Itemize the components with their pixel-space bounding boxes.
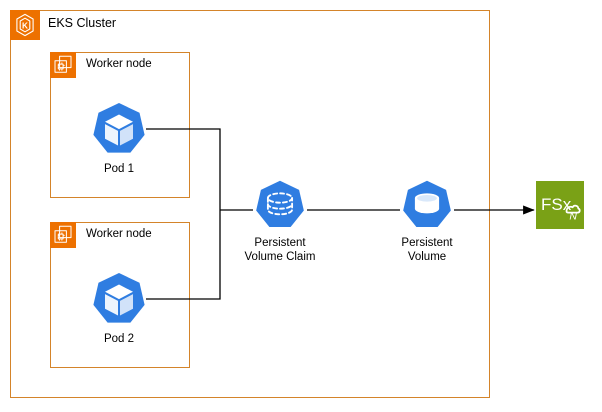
persistent-volume-node: Persistent Volume [385, 178, 469, 264]
kubernetes-pod-icon [93, 273, 145, 323]
eks-cluster-label: EKS Cluster [48, 16, 117, 30]
persistent-volume-claim-label: Persistent Volume Claim [244, 237, 316, 263]
persistent-volume-label: Persistent Volume [401, 237, 453, 263]
worker-node-icon [50, 222, 76, 248]
worker-node-1-group [50, 52, 190, 198]
kubernetes-pod-icon [93, 103, 145, 153]
pod-2-label: Pod 2 [103, 333, 135, 345]
fsx-netapp-ontap-node: FSx N [536, 181, 584, 229]
worker-node-1-label: Worker node [86, 58, 152, 70]
pod-1-label: Pod 1 [103, 163, 135, 175]
persistent-volume-claim-node: Persistent Volume Claim [238, 178, 322, 264]
kubernetes-pv-icon [403, 180, 451, 227]
svg-text:K: K [22, 21, 28, 30]
worker-node-icon [50, 52, 76, 78]
eks-cluster-icon: K [10, 10, 40, 40]
worker-node-2-label: Worker node [86, 228, 152, 240]
pod-1-node: Pod 1 [77, 100, 161, 177]
fsx-netapp-ontap-icon: FSx N [536, 181, 584, 229]
fsx-label: FSx [541, 195, 572, 214]
eks-cluster-group [10, 10, 490, 398]
pod-2-node: Pod 2 [77, 270, 161, 347]
fsx-ontap-sublabel: N [569, 210, 577, 222]
kubernetes-pvc-icon [256, 180, 304, 227]
